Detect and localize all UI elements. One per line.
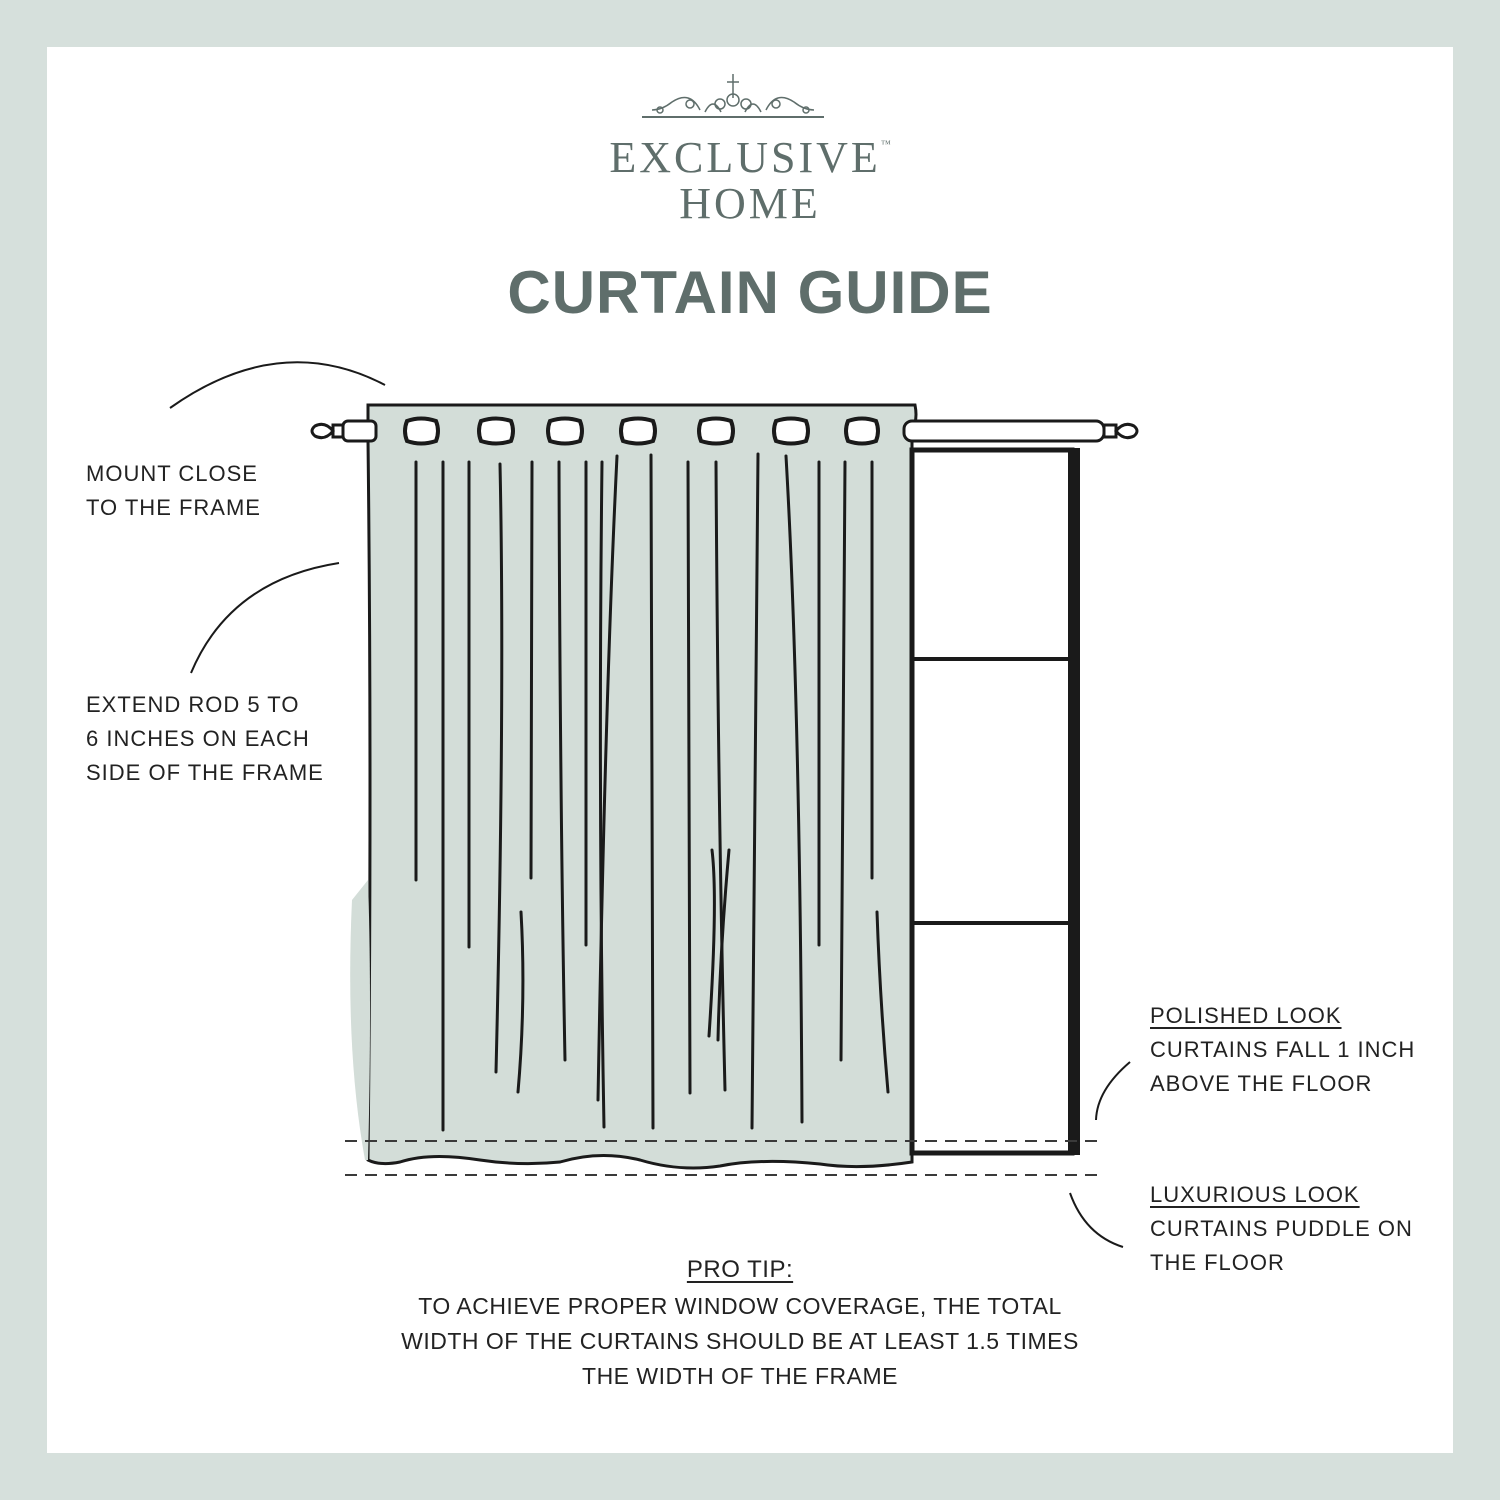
- pro-tip-text: TO ACHIEVE PROPER WINDOW COVERAGE, THE T…: [418, 1293, 1062, 1319]
- callout-text: CURTAINS FALL 1 INCH: [1150, 1037, 1416, 1062]
- polished-arc: [1095, 1061, 1131, 1121]
- page-title: CURTAIN GUIDE: [507, 259, 993, 326]
- callout-luxurious-look: LUXURIOUS LOOK CURTAINS PUDDLE ON THE FL…: [1150, 1178, 1413, 1280]
- brand-word-exclusive: EXCLUSIVE: [609, 133, 881, 182]
- trademark-symbol: ™: [880, 139, 891, 150]
- callout-heading: POLISHED LOOK: [1150, 1003, 1342, 1028]
- pro-tip-text: WIDTH OF THE CURTAINS SHOULD BE AT LEAST…: [401, 1328, 1079, 1354]
- brand-name-line1: EXCLUSIVE™: [450, 136, 1050, 180]
- callout-heading: LUXURIOUS LOOK: [1150, 1182, 1360, 1207]
- luxurious-arc: [1069, 1192, 1124, 1248]
- scroll-ornament-icon: [642, 74, 824, 118]
- pro-tip: PRO TIP: TO ACHIEVE PROPER WINDOW COVERA…: [360, 1252, 1120, 1394]
- callout-text: CURTAINS PUDDLE ON: [1150, 1216, 1413, 1241]
- curtain-pleats: [414, 452, 890, 1132]
- curtain-rod: [310, 419, 1139, 443]
- mount-arc: [169, 361, 386, 409]
- callout-text: SIDE OF THE FRAME: [86, 760, 324, 785]
- callout-arcs: [169, 361, 1131, 1248]
- brand-name-line2: HOME: [679, 179, 821, 228]
- grommets: [403, 416, 880, 446]
- callout-mount: MOUNT CLOSE TO THE FRAME: [86, 457, 261, 525]
- callout-polished-look: POLISHED LOOK CURTAINS FALL 1 INCH ABOVE…: [1150, 999, 1415, 1101]
- window-frame: [909, 447, 1080, 1156]
- extend-arc: [190, 562, 340, 674]
- curtain-panel: [366, 403, 918, 1170]
- callout-text: TO THE FRAME: [86, 495, 261, 520]
- callout-text: MOUNT CLOSE: [86, 461, 258, 486]
- callout-text: EXTEND ROD 5 TO: [86, 692, 300, 717]
- callout-text: THE FLOOR: [1150, 1250, 1285, 1275]
- callout-extend-rod: EXTEND ROD 5 TO 6 INCHES ON EACH SIDE OF…: [86, 688, 324, 790]
- callout-text: 6 INCHES ON EACH: [86, 726, 310, 751]
- pro-tip-heading: PRO TIP:: [686, 1256, 794, 1283]
- callout-text: ABOVE THE FLOOR: [1150, 1071, 1373, 1096]
- pro-tip-text: THE WIDTH OF THE FRAME: [582, 1363, 898, 1389]
